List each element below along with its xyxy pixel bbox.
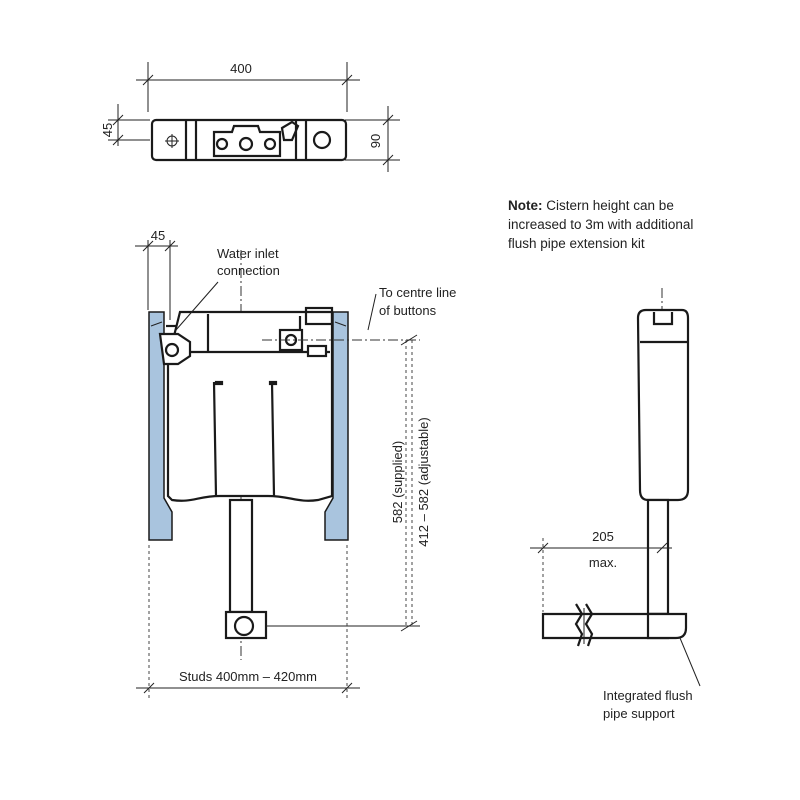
side-cistern-body — [636, 308, 690, 502]
support-label-1: Integrated flush — [603, 688, 693, 703]
side-offset-label: 205 — [592, 529, 614, 544]
note-line-2: increased to 3m with additional — [508, 217, 693, 232]
top-width-label: 400 — [230, 61, 252, 76]
top-valve-housing — [212, 124, 282, 158]
pipe-break-mark-2 — [584, 603, 594, 647]
water-inlet-label-1: Water inlet — [217, 246, 279, 261]
note-block: Note: Cistern height can be increased to… — [508, 198, 693, 251]
cistern-top-lug — [304, 306, 334, 326]
note-bold: Note: — [508, 198, 543, 213]
pipe-break-mark-1 — [574, 603, 584, 647]
side-pipe-bend — [646, 612, 688, 640]
centre-line-label-2: of buttons — [379, 303, 437, 318]
top-outlet-hole — [312, 130, 332, 150]
side-offset-note: max. — [589, 555, 617, 570]
left-stud — [148, 311, 173, 541]
support-leader — [679, 637, 701, 687]
top-left-depth-label: 45 — [100, 123, 115, 137]
centre-line-label-1: To centre line — [379, 285, 456, 300]
studs-width-label: Studs 400mm – 420mm — [179, 669, 317, 684]
water-inlet-label-2: connection — [217, 263, 280, 278]
water-inlet-fitting — [158, 332, 192, 366]
water-inlet-leader — [175, 281, 219, 331]
adjustable-height-label: 412 – 582 (adjustable) — [416, 417, 431, 546]
top-view: 400 45 90 — [100, 61, 400, 172]
note-line-1-text: Cistern height can be — [543, 198, 674, 213]
side-flush-pipe — [646, 498, 670, 616]
front-offset-label: 45 — [151, 228, 165, 243]
centre-line-leader — [367, 293, 377, 331]
side-view: 205 max. Integrated flush pipe support — [530, 288, 701, 721]
note-line-3: flush pipe extension kit — [508, 236, 645, 251]
support-label-2: pipe support — [603, 706, 675, 721]
top-right-depth-label: 90 — [368, 134, 383, 148]
note-line-1: Note: Cistern height can be — [508, 198, 674, 213]
top-inlet-fitting — [280, 120, 300, 142]
cistern-body — [166, 310, 334, 502]
front-view: 45 582 (suppl — [135, 228, 456, 700]
supplied-height-label: 582 (supplied) — [390, 441, 405, 523]
flush-pipe — [228, 498, 254, 614]
